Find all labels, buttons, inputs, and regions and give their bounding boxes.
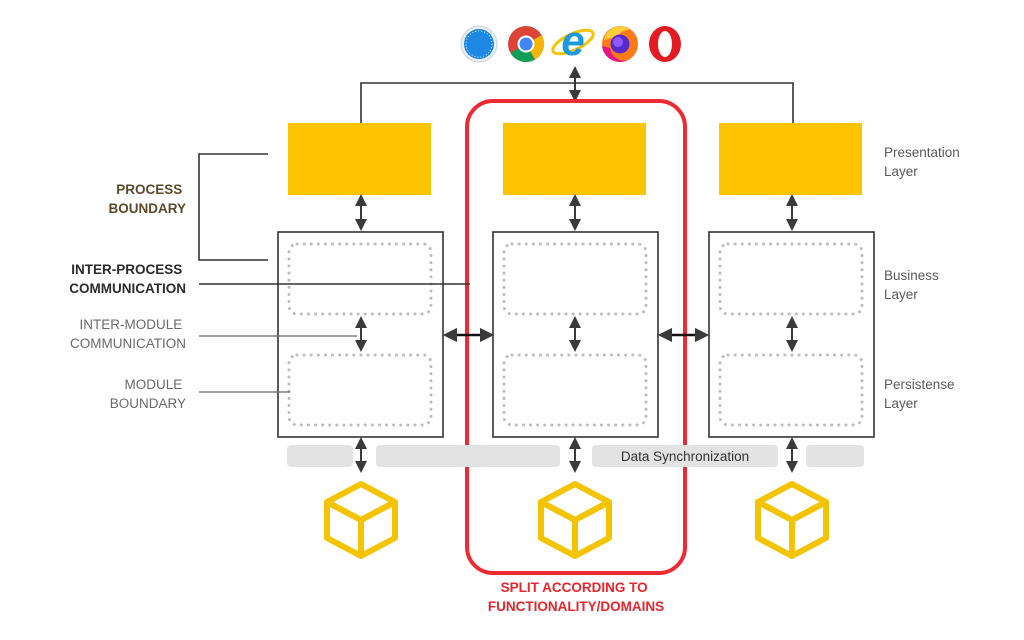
persistence-module: [718, 353, 864, 427]
business-module: [718, 242, 864, 316]
persistence-module: [502, 353, 648, 427]
business-layer-label: Business Layer: [884, 268, 943, 302]
presentation-box: [719, 123, 862, 195]
business-module: [502, 242, 648, 316]
persistence-module: [287, 353, 433, 427]
split-label: SPLIT ACCORDING TO FUNCTIONALITY/DOMAINS: [488, 580, 664, 614]
opera-icon: [649, 26, 681, 62]
module-boundary-label: MODULE BOUNDARY: [110, 377, 186, 411]
inter-process-label: INTER-PROCESS COMMUNICATION: [69, 262, 186, 296]
inter-module-label: INTER-MODULE COMMUNICATION: [70, 317, 186, 351]
safari-icon: [460, 25, 498, 63]
svg-text:e: e: [561, 17, 584, 64]
service-column-left: [277, 123, 444, 473]
persistence-layer-label: Persistense Layer: [884, 377, 958, 411]
firefox-icon: [602, 26, 638, 62]
business-module: [287, 242, 433, 316]
chrome-icon: [508, 26, 545, 63]
presentation-box: [288, 123, 431, 195]
browser-connector: [360, 82, 794, 123]
process-boundary-label: PROCESS BOUNDARY: [109, 182, 187, 216]
data-sync-bar: Data Synchronization: [287, 445, 864, 467]
service-column-right: [708, 123, 875, 473]
presentation-layer-label: Presentation Layer: [884, 145, 964, 179]
browser-icons: e: [460, 17, 681, 64]
presentation-box: [503, 123, 646, 195]
ie-icon: e: [551, 17, 595, 64]
database-cube-icon: [755, 481, 829, 559]
process-boundary-bracket: [198, 153, 268, 261]
database-cube-icon: [324, 481, 398, 559]
database-cube-icon: [538, 481, 612, 559]
service-column-center: [492, 123, 659, 473]
data-sync-label: Data Synchronization: [621, 449, 749, 464]
